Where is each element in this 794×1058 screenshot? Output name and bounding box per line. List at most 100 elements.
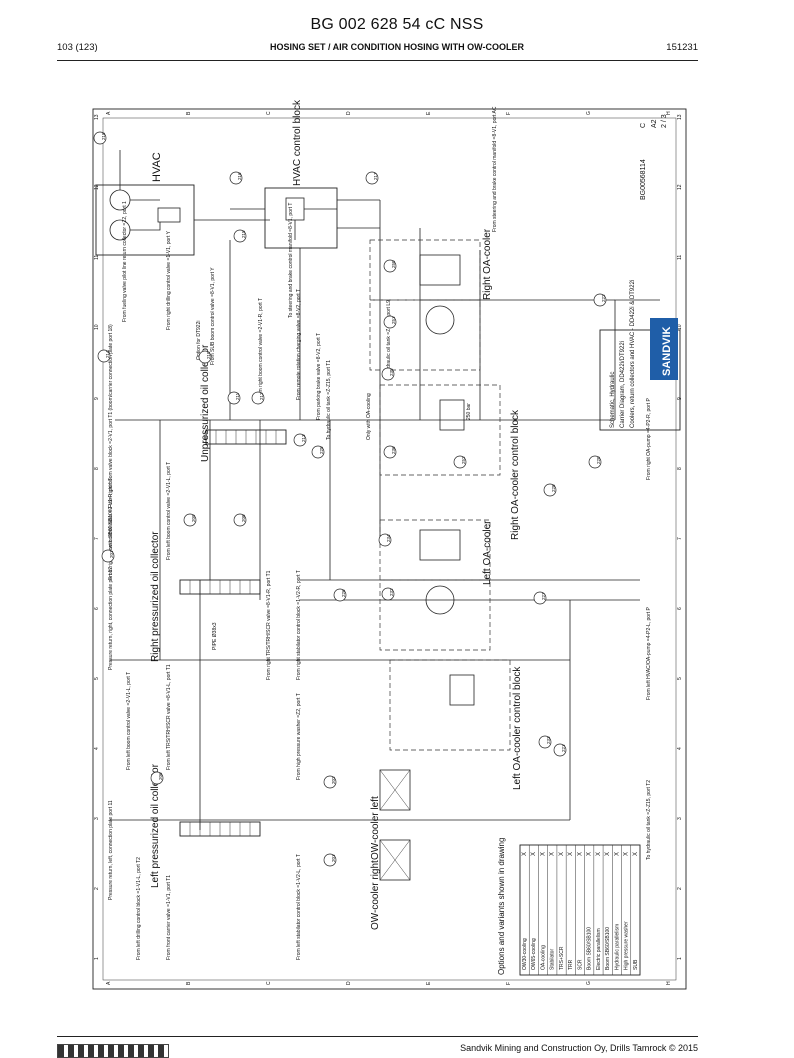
hvac-control-label: HVAC control block <box>292 99 303 186</box>
options-row-mark: X <box>522 852 528 856</box>
drawing-frame <box>92 108 687 990</box>
ow-left-label: OW-cooler left <box>370 796 381 860</box>
options-row-label: TRR <box>568 959 574 970</box>
note-option-dt922: Option for DT922i <box>196 321 202 360</box>
frame-column-8-left: 8 <box>94 467 100 470</box>
options-row-label: Hydraulic parallelism <box>614 924 620 970</box>
callout-bubble-label: 227 <box>541 592 546 600</box>
frame-column-1-right: 1 <box>677 957 683 960</box>
title-block-frame <box>599 329 681 431</box>
note-sub-boom: From SUB boom control valve =8-V1, port … <box>210 267 216 365</box>
frame-column-10-left: 10 <box>94 324 100 330</box>
callout-bubble-label: 215 <box>241 230 246 238</box>
right-oa-control-box <box>379 384 501 476</box>
note-hydraulic-tank-right: To hydraulic oil tank =Z-Z15, port T1 <box>326 360 332 440</box>
callout-bubble-circle <box>183 513 197 527</box>
callout-bubble-label: 211 <box>235 392 240 400</box>
callout-bubble-circle <box>538 735 552 749</box>
options-row-mark: X <box>624 852 630 856</box>
sheet-number: 2 / 3 <box>661 114 668 128</box>
sheet-size: A2 <box>651 119 658 128</box>
frame-column-12-left: 12 <box>94 184 100 190</box>
frame-row-D-bottom: D <box>346 981 352 985</box>
note-hydraulic-tank-ports: To hydraulic oil tank =Z-Z16, port L9 <box>386 300 392 380</box>
note-sb-options: Only with SB60/SB100 From right boom val… <box>108 324 114 560</box>
right-oa-cooler-box <box>369 239 481 301</box>
description-2: Coolers, return collectors and HVAC - DD… <box>630 280 636 428</box>
callout-bubble-label: 206 <box>158 772 163 780</box>
schematic-title: Schematic, Hydraulic <box>610 372 616 428</box>
drawing-content: HVAC HVAC control block Unpressurized oi… <box>93 99 681 976</box>
options-row-label: Boom SB60/SB100 <box>605 927 611 970</box>
callout-bubble-label: 235 <box>389 368 394 376</box>
callout-bubble-label: 209 <box>191 514 196 522</box>
hvac-label: HVAC <box>151 152 163 182</box>
callout-bubble-label: 220 <box>596 456 601 464</box>
callout-bubble-circle <box>227 391 241 405</box>
note-brake-manifold: To steering and brake control manifold =… <box>288 203 294 318</box>
note-pressure-return-left: Pressure return, left, connection plate … <box>108 800 114 900</box>
footer-rule <box>57 1036 698 1037</box>
document-code: 151231 <box>666 42 698 53</box>
frame-column-9-left: 9 <box>94 397 100 400</box>
callout-bubble-label: 217 <box>373 172 378 180</box>
title-block: SANDVIK Schematic, Hydraulic Carrier Dia… <box>599 114 681 431</box>
relief-label: 250 bar <box>466 403 472 420</box>
callout-bubble-circle <box>293 433 307 447</box>
drawing-number: BG00568114 <box>640 159 647 200</box>
frame-column-1-left: 1 <box>94 957 100 960</box>
callout-bubble-circle <box>229 171 243 185</box>
callout-bubble-label: 208 <box>241 514 246 522</box>
frame-row-B-bottom: B <box>186 981 192 985</box>
callout-bubble-circle <box>323 853 337 867</box>
unpressurized-label: Unpressurized oil collector <box>200 344 211 462</box>
frame-row-H-bottom: H <box>666 981 672 985</box>
note-hvac-pump: From left HVAC/OA-pump =4-P2-L, port P <box>646 606 652 700</box>
note-hydraulic-tank-left: To hydraulic oil tank =Z-Z15, port T2 <box>646 780 652 860</box>
frame-column-7-right: 7 <box>677 537 683 540</box>
frame-column-13-right: 13 <box>677 114 683 120</box>
callout-bubble-circle <box>383 445 397 459</box>
note-steering-manifold: From steering and brake control manifold… <box>492 106 498 232</box>
callout-bubble-label: 207 <box>109 550 114 558</box>
callout-bubble-label: 214 <box>105 350 110 358</box>
callout-bubble-circle <box>233 513 247 527</box>
callout-bubble-label: 232 <box>389 588 394 596</box>
callout-bubble-label: 216 <box>237 172 242 180</box>
right-oa-cooler-label: Right OA-cooler <box>482 228 493 300</box>
note-remote-charging: From remote rotation charging valve =8-V… <box>296 289 302 400</box>
callout-bubble-label: 222 <box>601 294 606 302</box>
callout-bubble-circle <box>453 455 467 469</box>
note-left-stabilator: From left stabilator control block =1-V2… <box>296 854 302 960</box>
left-oa-valve <box>449 674 475 706</box>
callout-bubble-label: 251 <box>391 316 396 324</box>
left-oa-motor-box <box>379 579 491 651</box>
options-row-mark: X <box>596 852 602 856</box>
ow-right-label: OW-cooler right <box>370 860 381 930</box>
callout-bubble-circle <box>381 367 395 381</box>
callout-bubble-label: 202 <box>331 776 336 784</box>
callout-bubble-circle <box>323 775 337 789</box>
hvac-control-box <box>264 187 338 249</box>
description-1: Carrier Diagram, DD422i/DT922i <box>620 341 626 428</box>
callout-bubble-circle <box>543 483 557 497</box>
left-oa-motor <box>425 585 455 615</box>
options-row-mark: X <box>614 852 620 856</box>
options-row-label: OA-cooling <box>540 945 546 970</box>
left-oa-block-label: Left OA-cooler control block <box>512 666 523 790</box>
frame-row-G-top: G <box>586 111 592 115</box>
ow-cooler-left-box <box>379 769 411 811</box>
frame-column-3-left: 3 <box>94 817 100 820</box>
right-oa-valve <box>439 399 465 431</box>
callout-bubble-circle <box>233 229 247 243</box>
callout-bubble-circle <box>251 391 265 405</box>
note-boom-control: From right boom control valve =2-V1-R, p… <box>258 298 264 400</box>
callout-bubble-circle <box>333 588 347 602</box>
options-row-label: OW65-cooling <box>531 938 537 970</box>
frame-column-6-right: 6 <box>677 607 683 610</box>
frame-column-4-left: 4 <box>94 747 100 750</box>
footer-copyright: Sandvik Mining and Construction Oy, Dril… <box>460 1043 698 1053</box>
frame-column-7-left: 7 <box>94 537 100 540</box>
callout-bubble-label: 212 <box>259 392 264 400</box>
